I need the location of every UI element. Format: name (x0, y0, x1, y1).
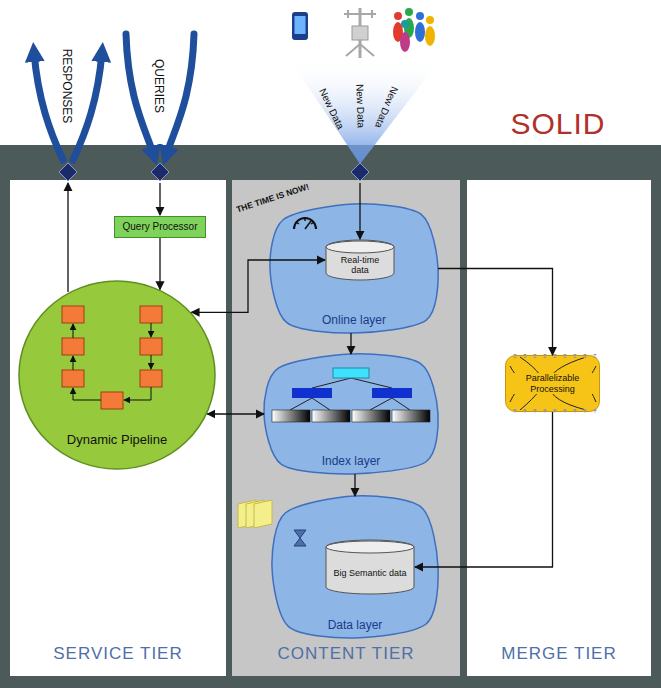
weather-station-icon (344, 8, 376, 58)
node-label: Real-time data (331, 255, 389, 276)
title-wrap: SOLID (510, 107, 605, 141)
label-wrap: New Data (371, 84, 405, 131)
label-wrap: QUERIES (151, 59, 169, 113)
diagram-title: SOLID (510, 107, 605, 141)
layer-cloud: Data layer Big Semantic data (270, 494, 440, 640)
node-label: Dynamic Pipeline (67, 433, 167, 448)
data-label: New Data (373, 85, 400, 130)
phone-icon (292, 12, 308, 40)
process-box: Query Processor (114, 216, 206, 238)
tier-title: SERVICE TIER (53, 644, 182, 664)
layer-cloud: Index layer (262, 352, 440, 476)
node-label: Online layer (322, 314, 386, 328)
label-wrap: New Data (315, 84, 350, 131)
data-cone (290, 60, 440, 164)
node-label: Parallelizable Processing (511, 373, 594, 394)
tier-title: CONTENT TIER (278, 644, 415, 664)
tier-title: MERGE TIER (501, 644, 616, 664)
node-label: Data layer (328, 619, 383, 633)
pipeline-circle: Dynamic Pipeline (18, 280, 216, 470)
label-wrap: New Data (352, 84, 372, 129)
database-cylinder: Real-time data (325, 240, 395, 280)
data-label: New Data (317, 87, 346, 131)
layer-cloud: Online layer Real-time data (268, 202, 440, 335)
port-diamond (59, 163, 369, 181)
database-cylinder: Big Semantic data (325, 540, 415, 594)
node-label: Index layer (322, 455, 381, 469)
flow-label: RESPONSES (60, 49, 74, 124)
tier-band: SERVICE TIER Query ProcessorDynamic Pipel… (10, 180, 226, 676)
tier-band: CONTENT TIER Online layer Real-time dataIn… (232, 180, 460, 676)
node-label: Big Semantic data (333, 568, 406, 578)
database-cylinder-outline (325, 540, 415, 594)
queries-arrows (126, 34, 194, 156)
node-label: Query Processor (122, 221, 197, 233)
process-box: Parallelizable Processing (505, 355, 600, 412)
tier-band: MERGE TIER Parallelizable Processing (467, 180, 651, 676)
flow-label: QUERIES (152, 59, 166, 113)
data-label: New Data (354, 84, 367, 128)
people-icon (393, 8, 435, 52)
label-wrap: RESPONSES (59, 49, 77, 124)
